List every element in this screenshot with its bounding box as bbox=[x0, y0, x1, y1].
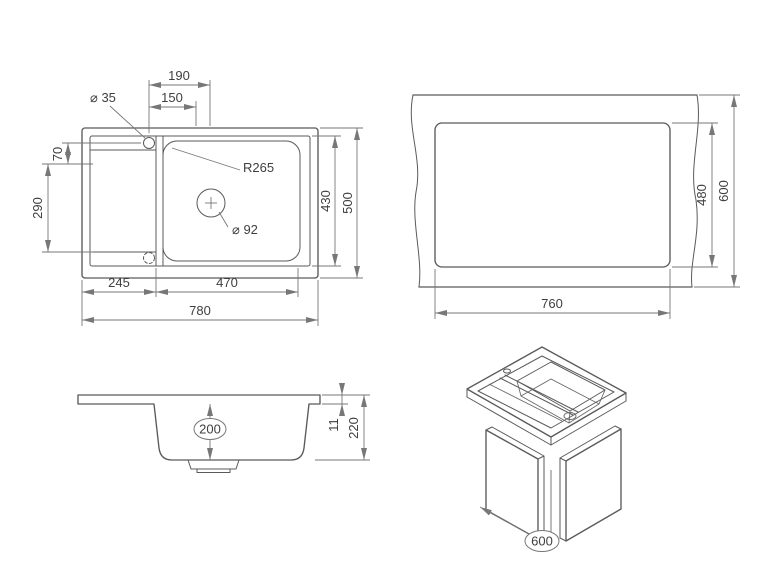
isometric-view: 600 bbox=[466, 346, 627, 552]
iso-sink-top bbox=[466, 346, 627, 446]
dim-245-label: 245 bbox=[108, 275, 130, 290]
cutout-dimension-lines bbox=[435, 95, 737, 316]
dim-11-label: 11 bbox=[326, 418, 341, 432]
break-line-left bbox=[410, 94, 421, 288]
dim-500-label: 500 bbox=[340, 192, 355, 214]
alt-faucet-hole bbox=[143, 252, 155, 264]
drain-boss bbox=[187, 459, 240, 473]
depth-bubble bbox=[193, 418, 227, 440]
dim-corner-radius-label: R265 bbox=[243, 160, 274, 175]
dim-drain-diameter-label: ⌀ 92 bbox=[232, 222, 258, 237]
leader-corner-radius bbox=[171, 147, 241, 171]
dim-600-label: 600 bbox=[716, 180, 731, 202]
dim-430-label: 430 bbox=[318, 190, 333, 212]
dim-480-label: 480 bbox=[694, 184, 709, 206]
sink-outer-rim bbox=[81, 127, 319, 279]
top-view: 190 150 ⌀ 35 R265 ⌀ 92 70 290 430 500 24… bbox=[30, 68, 363, 326]
sink-inner-rim bbox=[89, 135, 311, 267]
break-line-right bbox=[691, 94, 699, 288]
cutout-rectangle bbox=[434, 122, 671, 268]
dim-150-label: 150 bbox=[161, 90, 183, 105]
dim-470-label: 470 bbox=[216, 275, 238, 290]
dim-220-label: 220 bbox=[346, 417, 361, 439]
cutout-view: 480 600 760 bbox=[410, 94, 740, 319]
dim-290-label: 290 bbox=[30, 197, 45, 219]
iso-drain-hole bbox=[563, 412, 577, 420]
section-extension-lines bbox=[315, 394, 370, 461]
top-view-dimension-lines bbox=[45, 82, 360, 323]
dim-190-label: 190 bbox=[168, 68, 190, 83]
iso-faucet-hole bbox=[503, 368, 511, 374]
faucet-hole bbox=[143, 137, 155, 149]
dim-200-label: 200 bbox=[199, 422, 221, 437]
dim-760-label: 760 bbox=[541, 296, 563, 311]
leader-drain-diameter bbox=[218, 211, 229, 228]
leader-faucet-diameter bbox=[109, 105, 146, 139]
bowl-outline bbox=[162, 140, 301, 262]
drain-hole bbox=[196, 188, 226, 218]
dim-780-label: 780 bbox=[189, 303, 211, 318]
wing-divider-lines bbox=[89, 135, 164, 267]
drain-center-mark bbox=[205, 197, 217, 209]
sink-section-profile bbox=[77, 394, 321, 461]
dim-cabinet-600-label: 600 bbox=[531, 534, 553, 549]
cabinet-width-bubble bbox=[524, 530, 560, 552]
iso-bowl bbox=[516, 361, 606, 424]
cutout-extension-lines bbox=[434, 94, 740, 319]
dim-70-label: 70 bbox=[50, 147, 65, 161]
section-view: 200 11 220 bbox=[77, 383, 370, 473]
dim-faucet-diameter-label: ⌀ 35 bbox=[90, 90, 116, 105]
